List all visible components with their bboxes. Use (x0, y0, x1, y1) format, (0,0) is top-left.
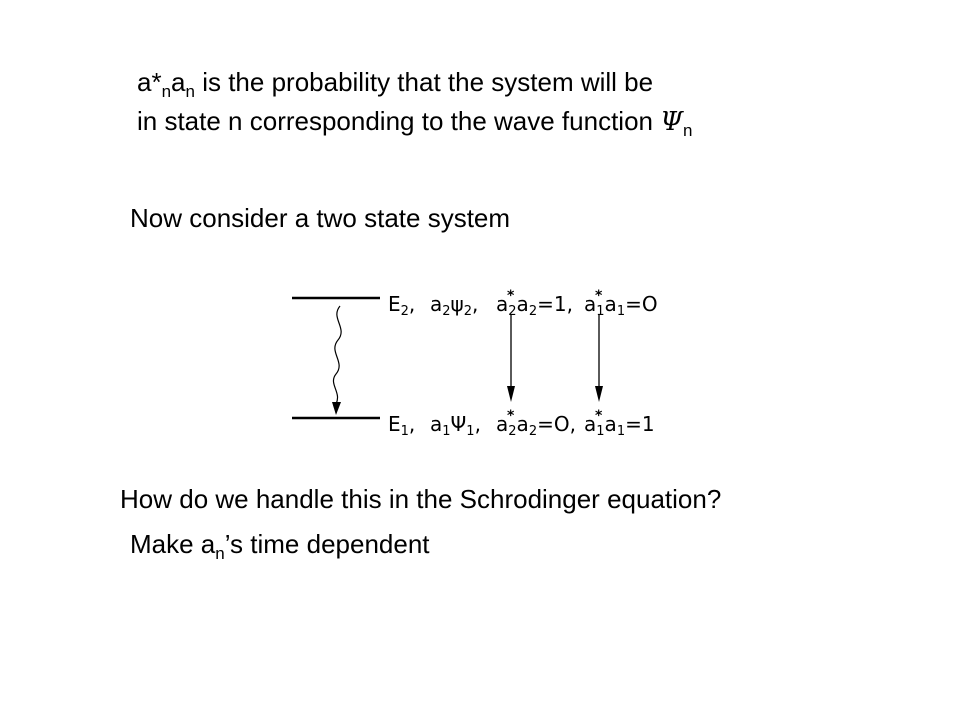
svg-text:a1a1=O: a1a1=O (584, 292, 658, 319)
svg-text:*: * (595, 408, 603, 424)
svg-text:a2ψ2,: a2ψ2, (430, 292, 478, 319)
a2-arrowhead (507, 386, 515, 402)
schrodinger-question: How do we handle this in the Schrodinger… (120, 484, 722, 514)
a-symbol: a (171, 67, 186, 97)
subscript-n: n (215, 544, 225, 563)
svg-text:a2a2=O,: a2a2=O, (496, 412, 576, 439)
answer-text: ’s time dependent (224, 529, 430, 559)
svg-text:E2,: E2, (388, 292, 415, 319)
statement-text: is the probability that the system will … (194, 67, 654, 97)
svg-text:a1Ψ1,: a1Ψ1, (430, 412, 481, 439)
upper-level-label: E2, a2ψ2, * a2a2=1, * a1a1=O (388, 288, 658, 319)
svg-text:a1a1=1: a1a1=1 (584, 412, 655, 439)
two-state-heading: Now consider a two state system (130, 203, 511, 233)
svg-text:E1,: E1, (388, 412, 415, 439)
svg-text:*: * (507, 288, 515, 304)
a-star: a* (137, 67, 162, 97)
svg-text:*: * (507, 408, 515, 424)
svg-text:*: * (595, 288, 603, 304)
a1-arrowhead (595, 386, 603, 402)
two-state-energy-diagram: E2, a2ψ2, * a2a2=1, * a1a1=O E1, a1Ψ1, *… (292, 288, 658, 439)
lower-level-label: E1, a1Ψ1, * a2a2=O, * a1a1=1 (388, 408, 655, 439)
probability-statement-line1: a*nan is the probability that the system… (137, 67, 654, 100)
transition-arrowhead (332, 402, 341, 415)
svg-text:a2a2=1,: a2a2=1, (496, 292, 573, 319)
subscript-n: n (185, 82, 195, 101)
probability-statement-line2: in state n corresponding to the wave fun… (137, 106, 693, 140)
answer-text: Make a (130, 529, 216, 559)
subscript-n: n (683, 121, 693, 140)
statement-text: in state n corresponding to the wave fun… (137, 106, 661, 136)
psi-symbol: Ψ (660, 107, 684, 137)
transition-wavy-arrow (332, 305, 342, 405)
time-dependence-answer: Make an’s time dependent (130, 529, 430, 562)
subscript-n: n (161, 82, 172, 101)
